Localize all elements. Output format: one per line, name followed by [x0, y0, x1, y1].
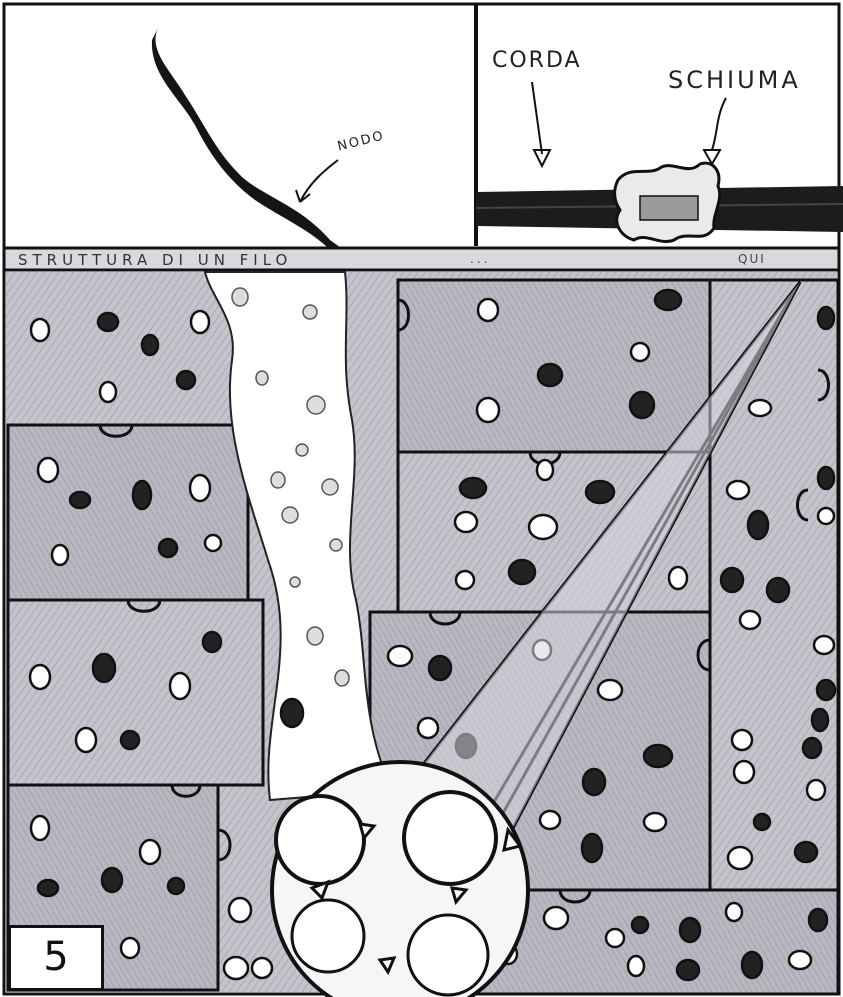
foam-inner: [640, 196, 698, 220]
ground-strip-caption-3: QUI: [738, 252, 766, 266]
rock-block: [8, 600, 263, 785]
ground-strip-caption-2: ...: [470, 252, 490, 266]
panel-number-box: 5: [8, 925, 104, 991]
sphere-icon: [272, 762, 528, 997]
ground-strip-caption: STRUTTURA DI UN FILO: [18, 251, 292, 269]
label-corda: CORDA: [492, 48, 582, 73]
label-schiuma: SCHIUMA: [668, 66, 801, 94]
panel-number: 5: [11, 934, 101, 980]
rock-block: [8, 425, 248, 600]
